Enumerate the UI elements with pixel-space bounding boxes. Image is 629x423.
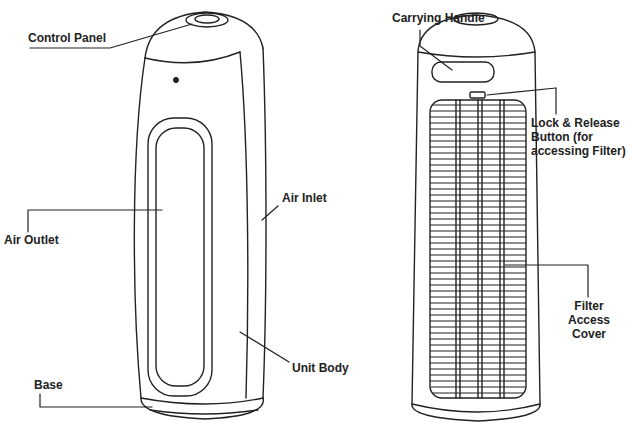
part-label: Filter Access Cover [558,300,620,341]
part-label: Lock & Release Button (for accessing Fil… [531,117,627,158]
part-label: Unit Body [292,362,382,376]
part-label: Base [34,379,94,393]
back-view [412,13,540,421]
part-label: Control Panel [28,32,138,46]
part-label: Air Outlet [4,234,94,248]
part-label: Air Inlet [282,192,362,206]
front-view [134,12,266,419]
part-label: Carrying Handle [392,12,512,26]
leader-lines [28,24,588,407]
